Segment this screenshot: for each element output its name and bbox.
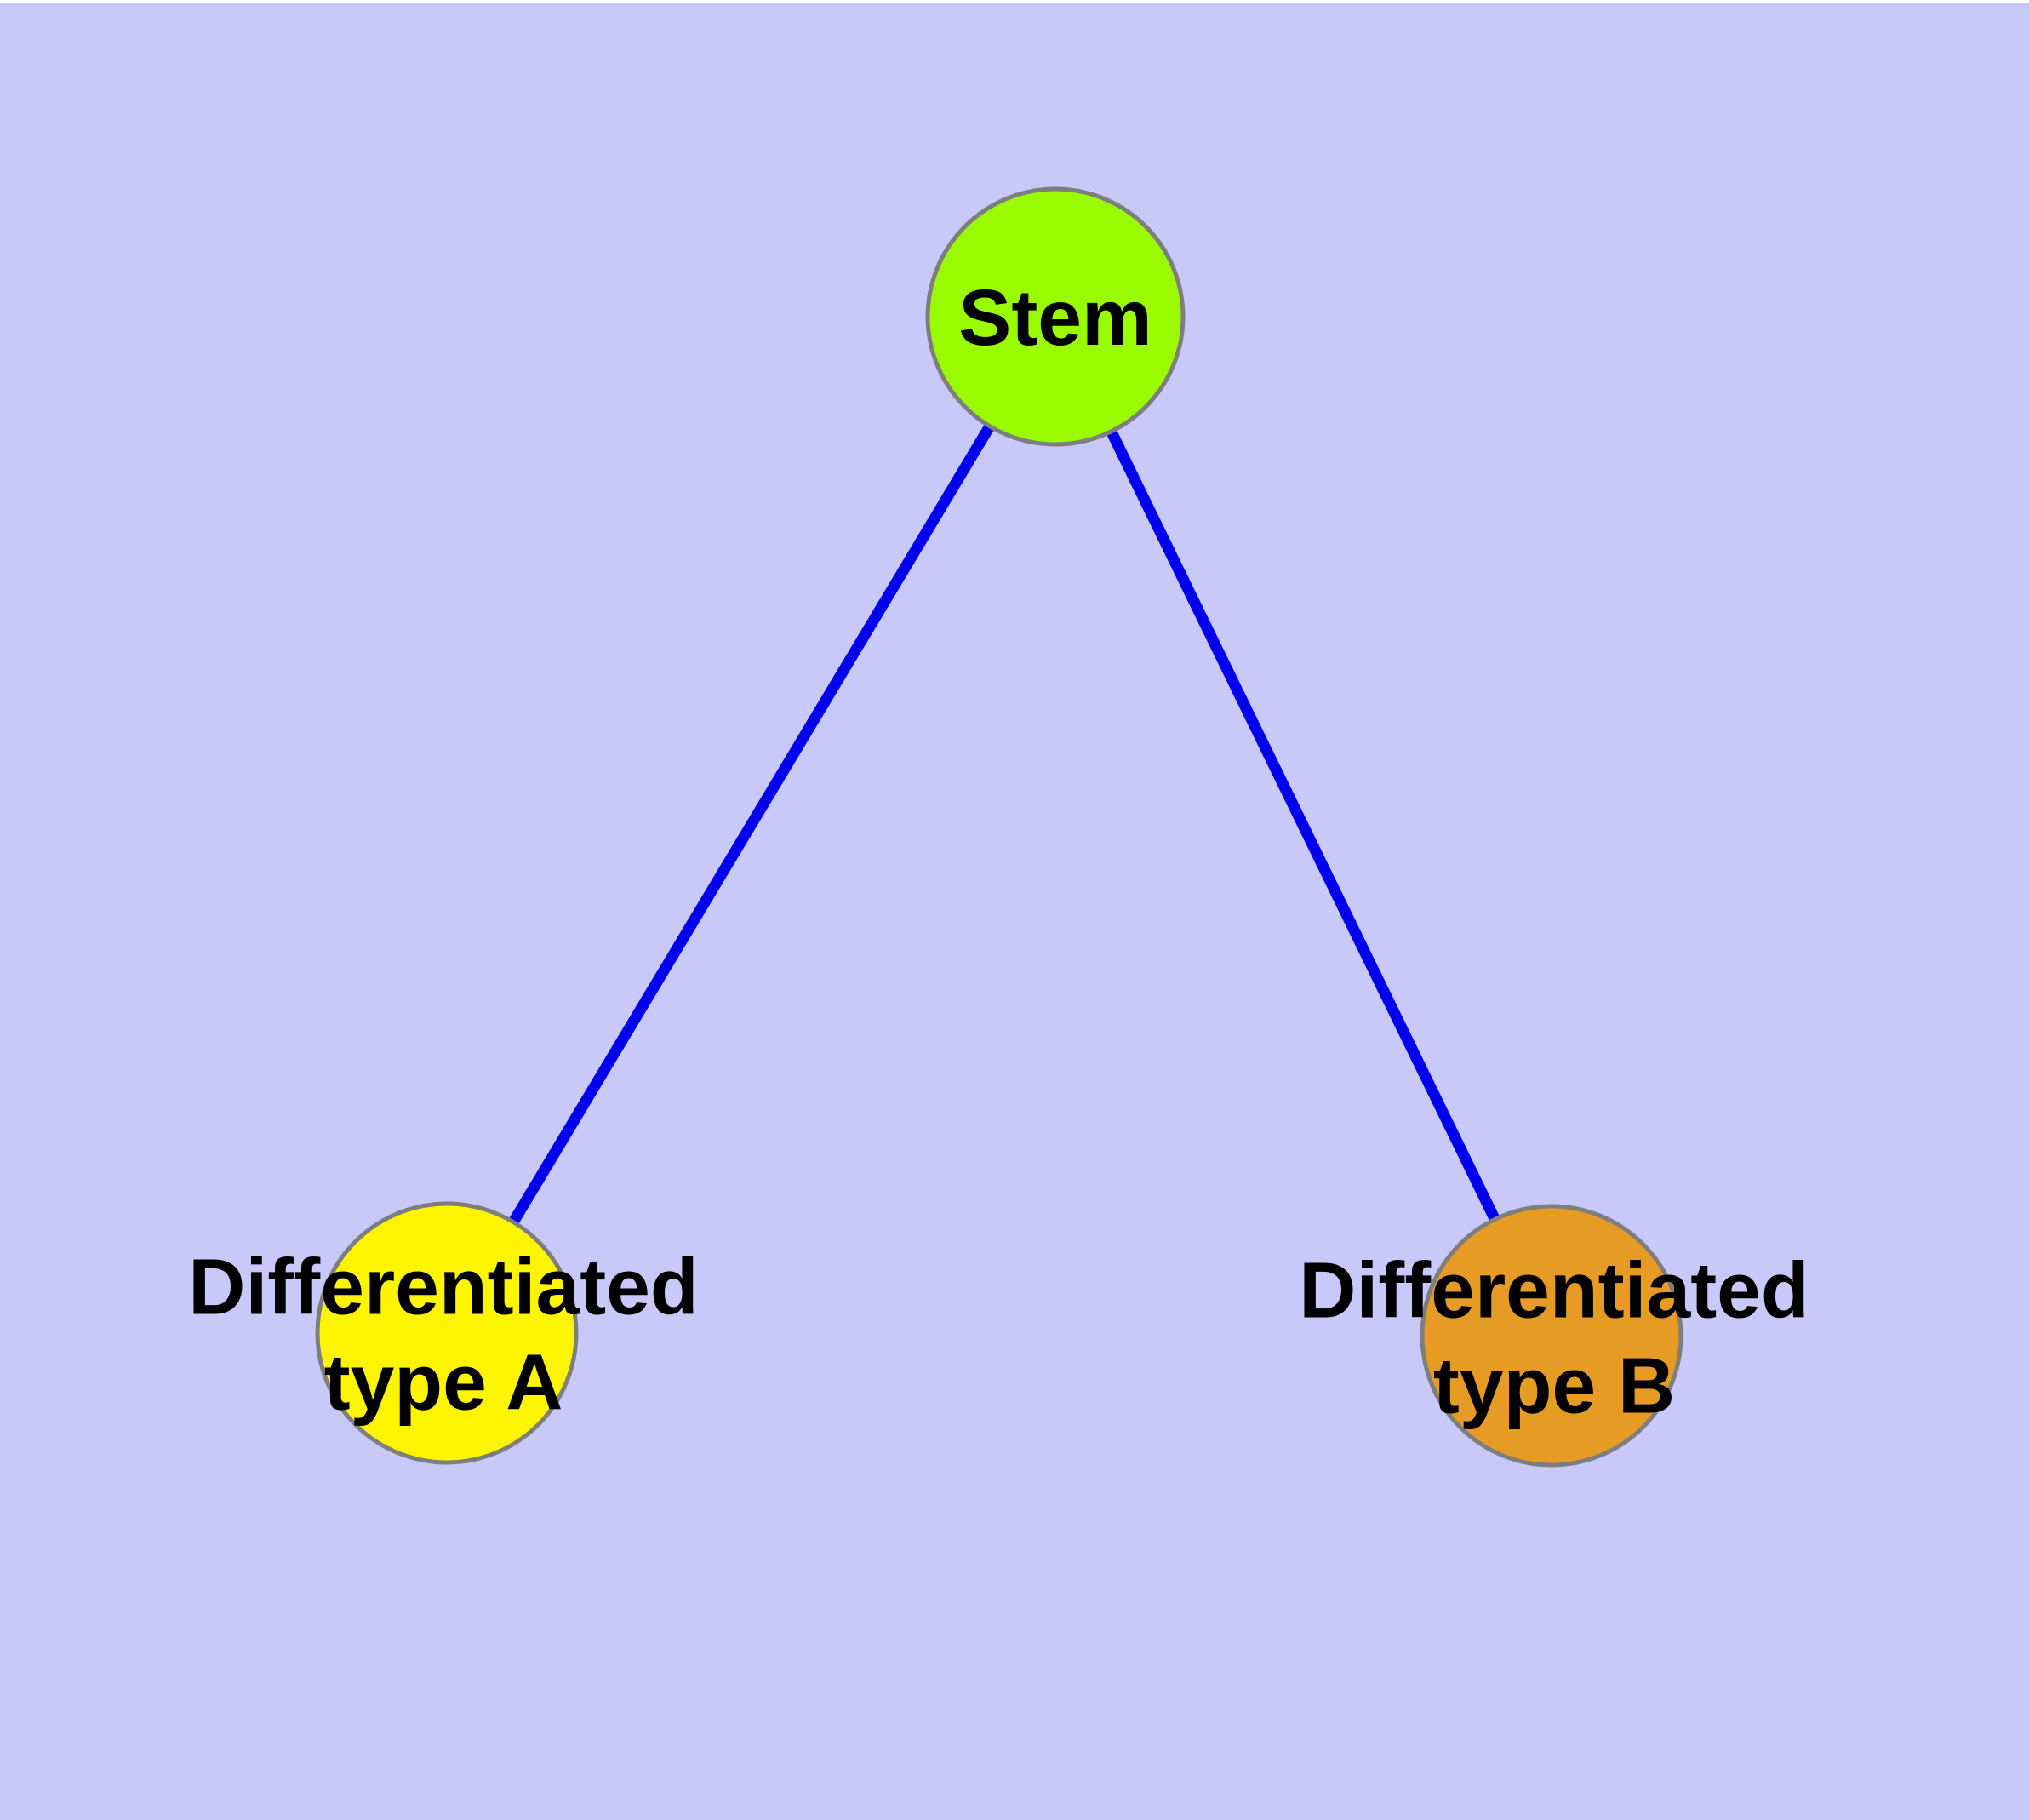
node-type-b-label: Differentiated type B — [1299, 1243, 1809, 1433]
edge-stem-to-type-a — [442, 313, 1060, 1336]
node-type-a-label: Differentiated type A — [188, 1239, 698, 1429]
node-stem-label: Stem — [958, 273, 1152, 363]
node-type-b-label-line1: Differentiated — [1299, 1245, 1809, 1335]
node-type-b-circle — [1420, 1204, 1683, 1468]
edge-stem-to-type-b — [1050, 314, 1557, 1338]
node-type-b-label-line2: type B — [1432, 1341, 1676, 1429]
node-type-a-label-line1: Differentiated — [188, 1242, 699, 1331]
node-stem-circle — [925, 186, 1186, 447]
node-type-a-label-line2: type A — [323, 1337, 563, 1426]
node-type-a-circle — [315, 1201, 579, 1465]
